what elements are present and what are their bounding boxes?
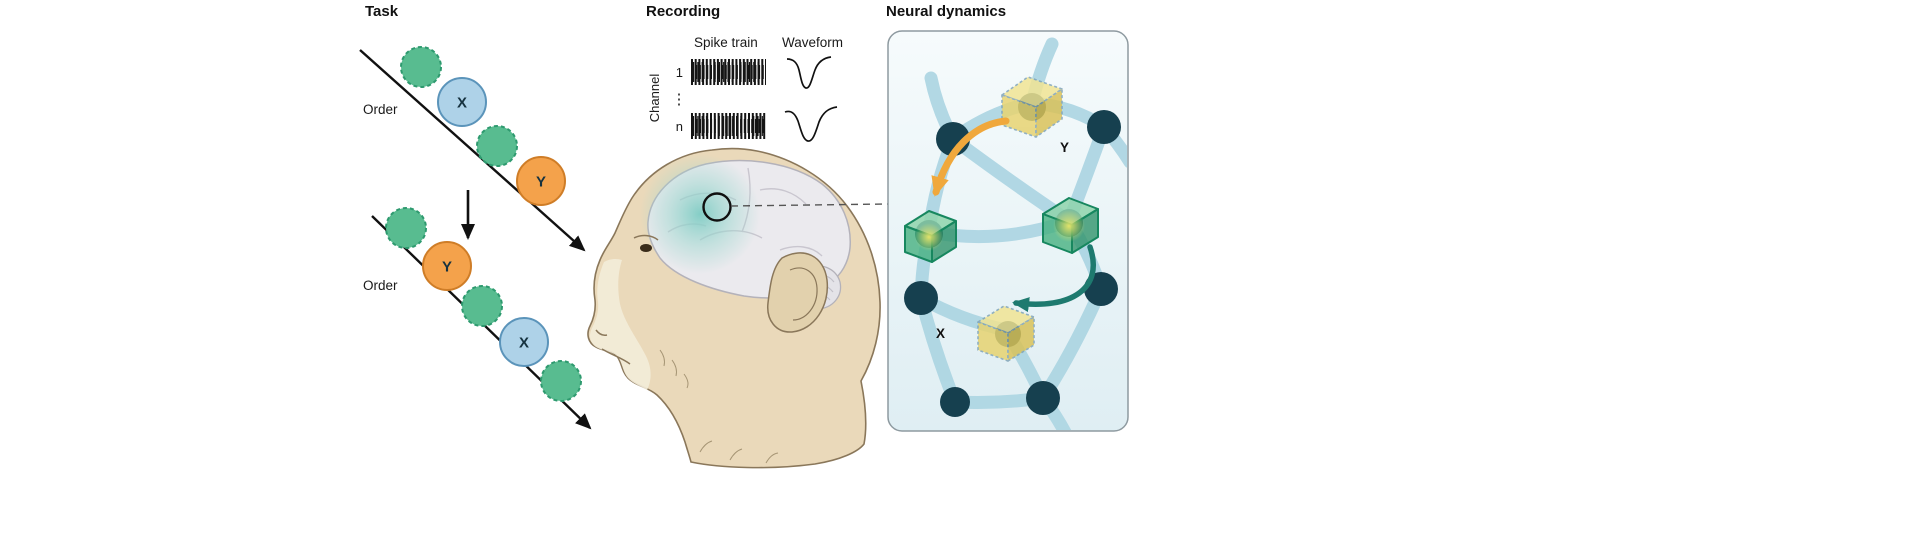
monkey-ear: [767, 252, 829, 333]
state-space-network: Y X: [904, 37, 1127, 430]
transition-arrow-teal: [1012, 244, 1097, 313]
monkey-fur-strokes: [659, 349, 779, 464]
recording-title: Recording: [646, 3, 720, 20]
waveform-n: [784, 106, 838, 142]
seq2-filler-circle-2: [461, 285, 503, 327]
seq2-stimulus-x-label: X: [519, 334, 529, 351]
state-label-y: Y: [1060, 140, 1069, 155]
monkey-illustration: [587, 147, 889, 469]
seq1-stimulus-y-circle: [516, 156, 566, 206]
waveform-1: [786, 56, 832, 89]
monkey-eye: [640, 244, 652, 252]
seq2-filler-circle-1: [385, 207, 427, 249]
recording-panel: Recording Spike train Waveform Channel 1…: [587, 3, 889, 469]
seq1-stimulus-x-circle: [437, 77, 487, 127]
seq2-stimulus-x-circle: [499, 317, 549, 367]
spike-train-label: Spike train: [694, 35, 758, 50]
recording-site-dashed-line: [730, 203, 889, 207]
seq2-filler-circle-3: [540, 360, 582, 402]
seq1-filler-circle-2: [476, 125, 518, 167]
order-arrow-1: [359, 49, 586, 252]
state-glow-left: [915, 223, 943, 251]
seq1-stimulus-x-label: X: [457, 94, 467, 111]
channel-n-label: n: [676, 119, 683, 134]
transition-arrow-orange: [931, 117, 1010, 197]
node-dark-6: [940, 387, 970, 417]
state-label-x: X: [936, 326, 945, 341]
node-dark-2: [1087, 110, 1121, 144]
neural-dynamics-panel: Neural dynamics: [886, 3, 1129, 432]
order-label-1: Order: [363, 102, 398, 117]
node-dark-3: [904, 281, 938, 315]
recording-site-circle: [702, 192, 732, 222]
channel-1-label: 1: [676, 65, 683, 80]
seq2-stimulus-y-label: Y: [442, 258, 452, 275]
monkey-nostril: [595, 329, 608, 336]
seq2-stimulus-y-circle: [422, 241, 472, 291]
task-title: Task: [365, 3, 399, 20]
node-dark-5: [1026, 381, 1060, 415]
state-cube-yellow-bottom: [977, 305, 1035, 362]
neural-dynamics-title: Neural dynamics: [886, 3, 1006, 20]
state-cube-yellow-top: [1001, 76, 1063, 138]
recording-site-glow: [640, 154, 760, 274]
channel-axis-label: Channel: [647, 74, 662, 123]
monkey-muzzle-shade: [590, 258, 651, 390]
order-label-2: Order: [363, 278, 398, 293]
task-panel: Task Order X Y Order Y X: [359, 3, 592, 430]
monkey-mouth: [601, 348, 631, 365]
waveform-label: Waveform: [782, 35, 843, 50]
seq1-stimulus-y-label: Y: [536, 173, 546, 190]
state-glow-right: [1053, 210, 1085, 242]
monkey-ear-inner: [789, 267, 818, 321]
monkey-brow: [633, 234, 659, 241]
seq1-filler-circle-1: [400, 46, 442, 88]
channel-ellipsis: ⋮: [672, 91, 687, 108]
